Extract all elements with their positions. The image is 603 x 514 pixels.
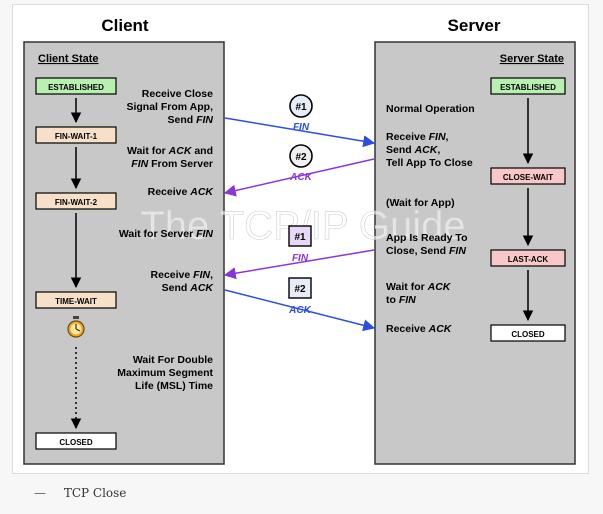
message-arrow-ack-1 <box>223 158 375 197</box>
message-badge-1-number: #1 <box>295 102 307 113</box>
server-text-app-ready: App Is Ready To <box>386 232 467 244</box>
timer-icon <box>67 316 85 338</box>
message-badge-4-number: #2 <box>294 284 306 295</box>
client-state-title: Client State <box>38 53 99 65</box>
client-text-receive-close: Receive Close <box>142 88 213 100</box>
client-state-closed <box>35 432 117 450</box>
client-text-send-ack: Send ACK <box>162 282 215 294</box>
client-state-established-label: ESTABLISHED <box>48 83 104 92</box>
server-text-normal-operation: Normal Operation <box>386 103 475 115</box>
client-header: Client <box>101 16 149 35</box>
client-text-send-fin: Send FIN <box>167 114 213 126</box>
server-text-receive-fin: Receive FIN, <box>386 131 449 143</box>
server-state-closed <box>490 324 566 342</box>
figure: Client Server The TCP/IP Guide Client St… <box>12 4 589 474</box>
server-state-close-wait-label: CLOSE-WAIT <box>503 173 553 182</box>
server-state-last-ack <box>490 249 566 267</box>
message-label-3: FIN <box>292 253 309 264</box>
message-label-1: FIN <box>293 122 310 133</box>
message-badge-2-number: #2 <box>295 152 307 163</box>
server-text-tell-app: Tell App To Close <box>386 157 473 169</box>
client-state-time-wait-label: TIME-WAIT <box>55 297 97 306</box>
server-state-closed-label: CLOSED <box>511 330 545 339</box>
client-state-closed-label: CLOSED <box>59 438 93 447</box>
caption-text: TCP Close <box>63 486 127 500</box>
server-text-close-send-fin: Close, Send FIN <box>386 245 466 257</box>
client-state-time-wait <box>35 291 117 309</box>
message-arrow-ack-2 <box>224 289 376 332</box>
client-panel <box>23 41 225 465</box>
server-text-wait-for-ack: Wait for ACK <box>386 281 452 293</box>
message-label-2: ACK <box>289 172 312 183</box>
client-text-wait-for-ack: Wait for ACK and <box>127 145 213 157</box>
client-text-wait-server-fin: Wait for Server FIN <box>119 228 214 240</box>
server-state-close-wait <box>490 167 566 185</box>
server-state-established <box>490 77 566 95</box>
server-text-receive-ack: Receive ACK <box>386 323 453 335</box>
message-badge-2: #2 <box>289 144 313 168</box>
client-text-fin-from-server: FIN From Server <box>131 158 213 170</box>
client-state-fin-wait-2-label: FIN-WAIT-2 <box>55 198 98 207</box>
client-text-msl-3: Life (MSL) Time <box>135 380 213 392</box>
server-text-send-ack: Send ACK, <box>386 144 440 156</box>
server-text-to-fin: to FIN <box>386 294 416 306</box>
client-text-receive-fin: Receive FIN, <box>151 269 214 281</box>
message-arrow-fin-2 <box>223 249 375 280</box>
message-arrow-fin-1 <box>224 117 376 148</box>
client-state-established <box>35 77 117 95</box>
client-text-receive-ack: Receive ACK <box>148 186 215 198</box>
client-text-group: Receive Close Signal From App, Send FIN … <box>117 88 214 392</box>
client-state-fin-wait-1 <box>35 126 117 144</box>
message-badge-4: #2 <box>288 277 312 299</box>
server-state-title: Server State <box>500 53 564 65</box>
message-badge-3: #1 <box>288 225 312 247</box>
client-text-signal-from-app: Signal From App, <box>126 101 213 113</box>
message-label-4: ACK <box>288 305 311 316</box>
client-state-fin-wait-2 <box>35 192 117 210</box>
server-state-last-ack-label: LAST-ACK <box>508 255 549 264</box>
server-text-wait-for-app: (Wait for App) <box>386 197 455 209</box>
client-text-msl-1: Wait For Double <box>133 354 213 366</box>
server-text-group: Normal Operation Receive FIN, Send ACK, … <box>386 103 475 335</box>
message-badge-1: #1 <box>289 94 313 118</box>
server-header: Server <box>448 16 501 35</box>
server-state-established-label: ESTABLISHED <box>500 83 556 92</box>
client-state-fin-wait-1-label: FIN-WAIT-1 <box>55 132 98 141</box>
caption-dash: — <box>34 486 46 500</box>
message-badge-3-number: #1 <box>294 232 306 243</box>
tcp-close-diagram: Client Server The TCP/IP Guide Client St… <box>23 16 576 465</box>
client-text-msl-2: Maximum Segment <box>117 367 213 379</box>
figure-caption: — TCP Close <box>34 486 126 500</box>
